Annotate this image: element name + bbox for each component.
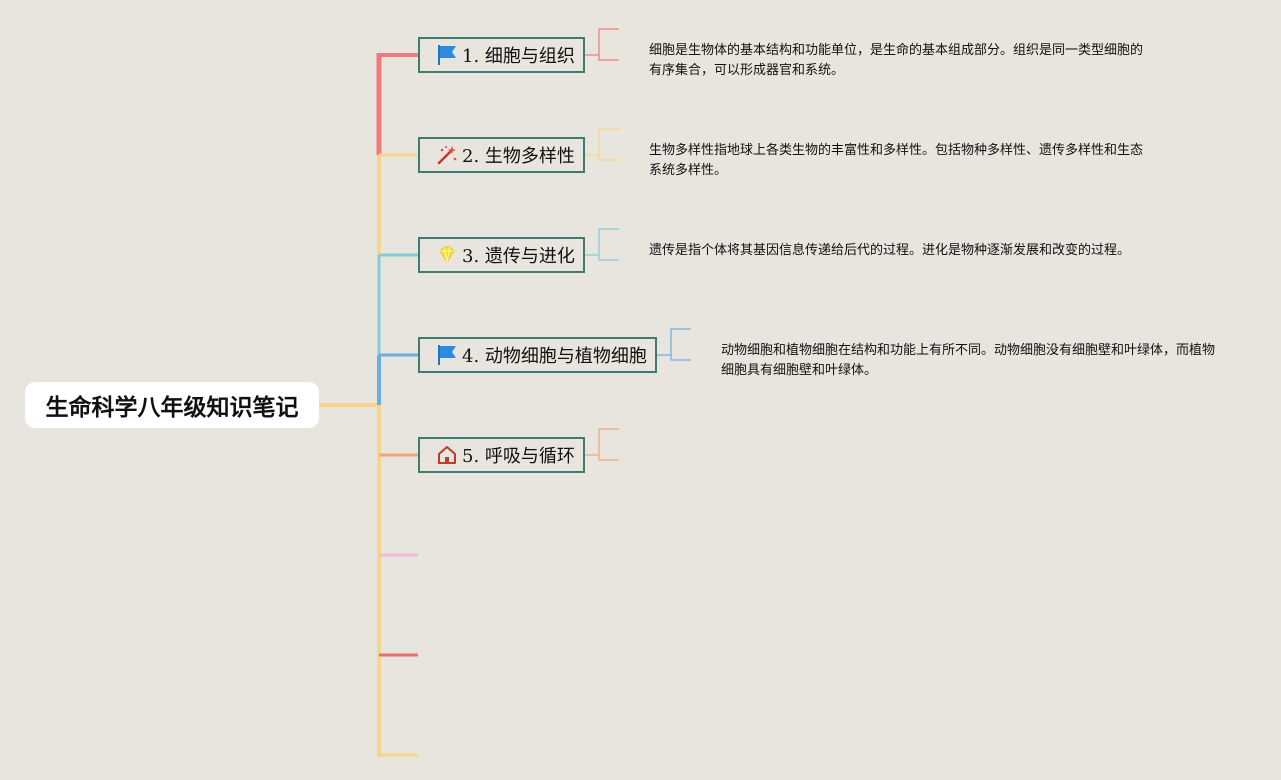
blue-flag-icon — [436, 44, 458, 66]
note-bracket-2 — [585, 128, 619, 161]
root-topic[interactable]: 生命科学八年级知识笔记 — [25, 382, 319, 428]
topic-1-label: 1. 细胞与组织 — [462, 46, 575, 67]
topic-3-label: 3. 遗传与进化 — [462, 246, 575, 267]
topic-4-label: 4. 动物细胞与植物细胞 — [462, 346, 647, 367]
yellow-gem-icon — [436, 244, 458, 266]
topic-4-node[interactable]: 4. 动物细胞与植物细胞 — [418, 337, 657, 373]
topic-4-note: 动物细胞和植物细胞在结构和功能上有所不同。动物细胞没有细胞壁和叶绿体，而植物细胞… — [721, 343, 1216, 378]
house-icon — [436, 444, 458, 466]
root-topic-label: 生命科学八年级知识笔记 — [45, 395, 299, 421]
blue-flag-icon — [436, 344, 458, 366]
magic-wand-icon — [436, 144, 458, 166]
note-bracket-4 — [657, 328, 691, 361]
topic-2-note: 生物多样性指地球上各类生物的丰富性和多样性。包括物种多样性、遗传多样性和生态系统… — [649, 143, 1144, 178]
note-bracket-3 — [585, 228, 619, 261]
topic-3-node[interactable]: 3. 遗传与进化 — [418, 237, 585, 273]
topic-2-node[interactable]: 2. 生物多样性 — [418, 137, 585, 173]
note-bracket-1 — [585, 28, 619, 61]
topic-1-note: 细胞是生物体的基本结构和功能单位，是生命的基本组成部分。组织是同一类型细胞的有序… — [649, 43, 1144, 78]
topic-5-node[interactable]: 5. 呼吸与循环 — [418, 437, 585, 473]
topic-2-label: 2. 生物多样性 — [462, 146, 575, 167]
note-bracket-5 — [585, 428, 619, 461]
topic-3-note: 遗传是指个体将其基因信息传递给后代的过程。进化是物种逐渐发展和改变的过程。 — [649, 243, 1131, 258]
topic-1-node[interactable]: 1. 细胞与组织 — [418, 37, 585, 73]
topic-5-label: 5. 呼吸与循环 — [462, 446, 575, 467]
